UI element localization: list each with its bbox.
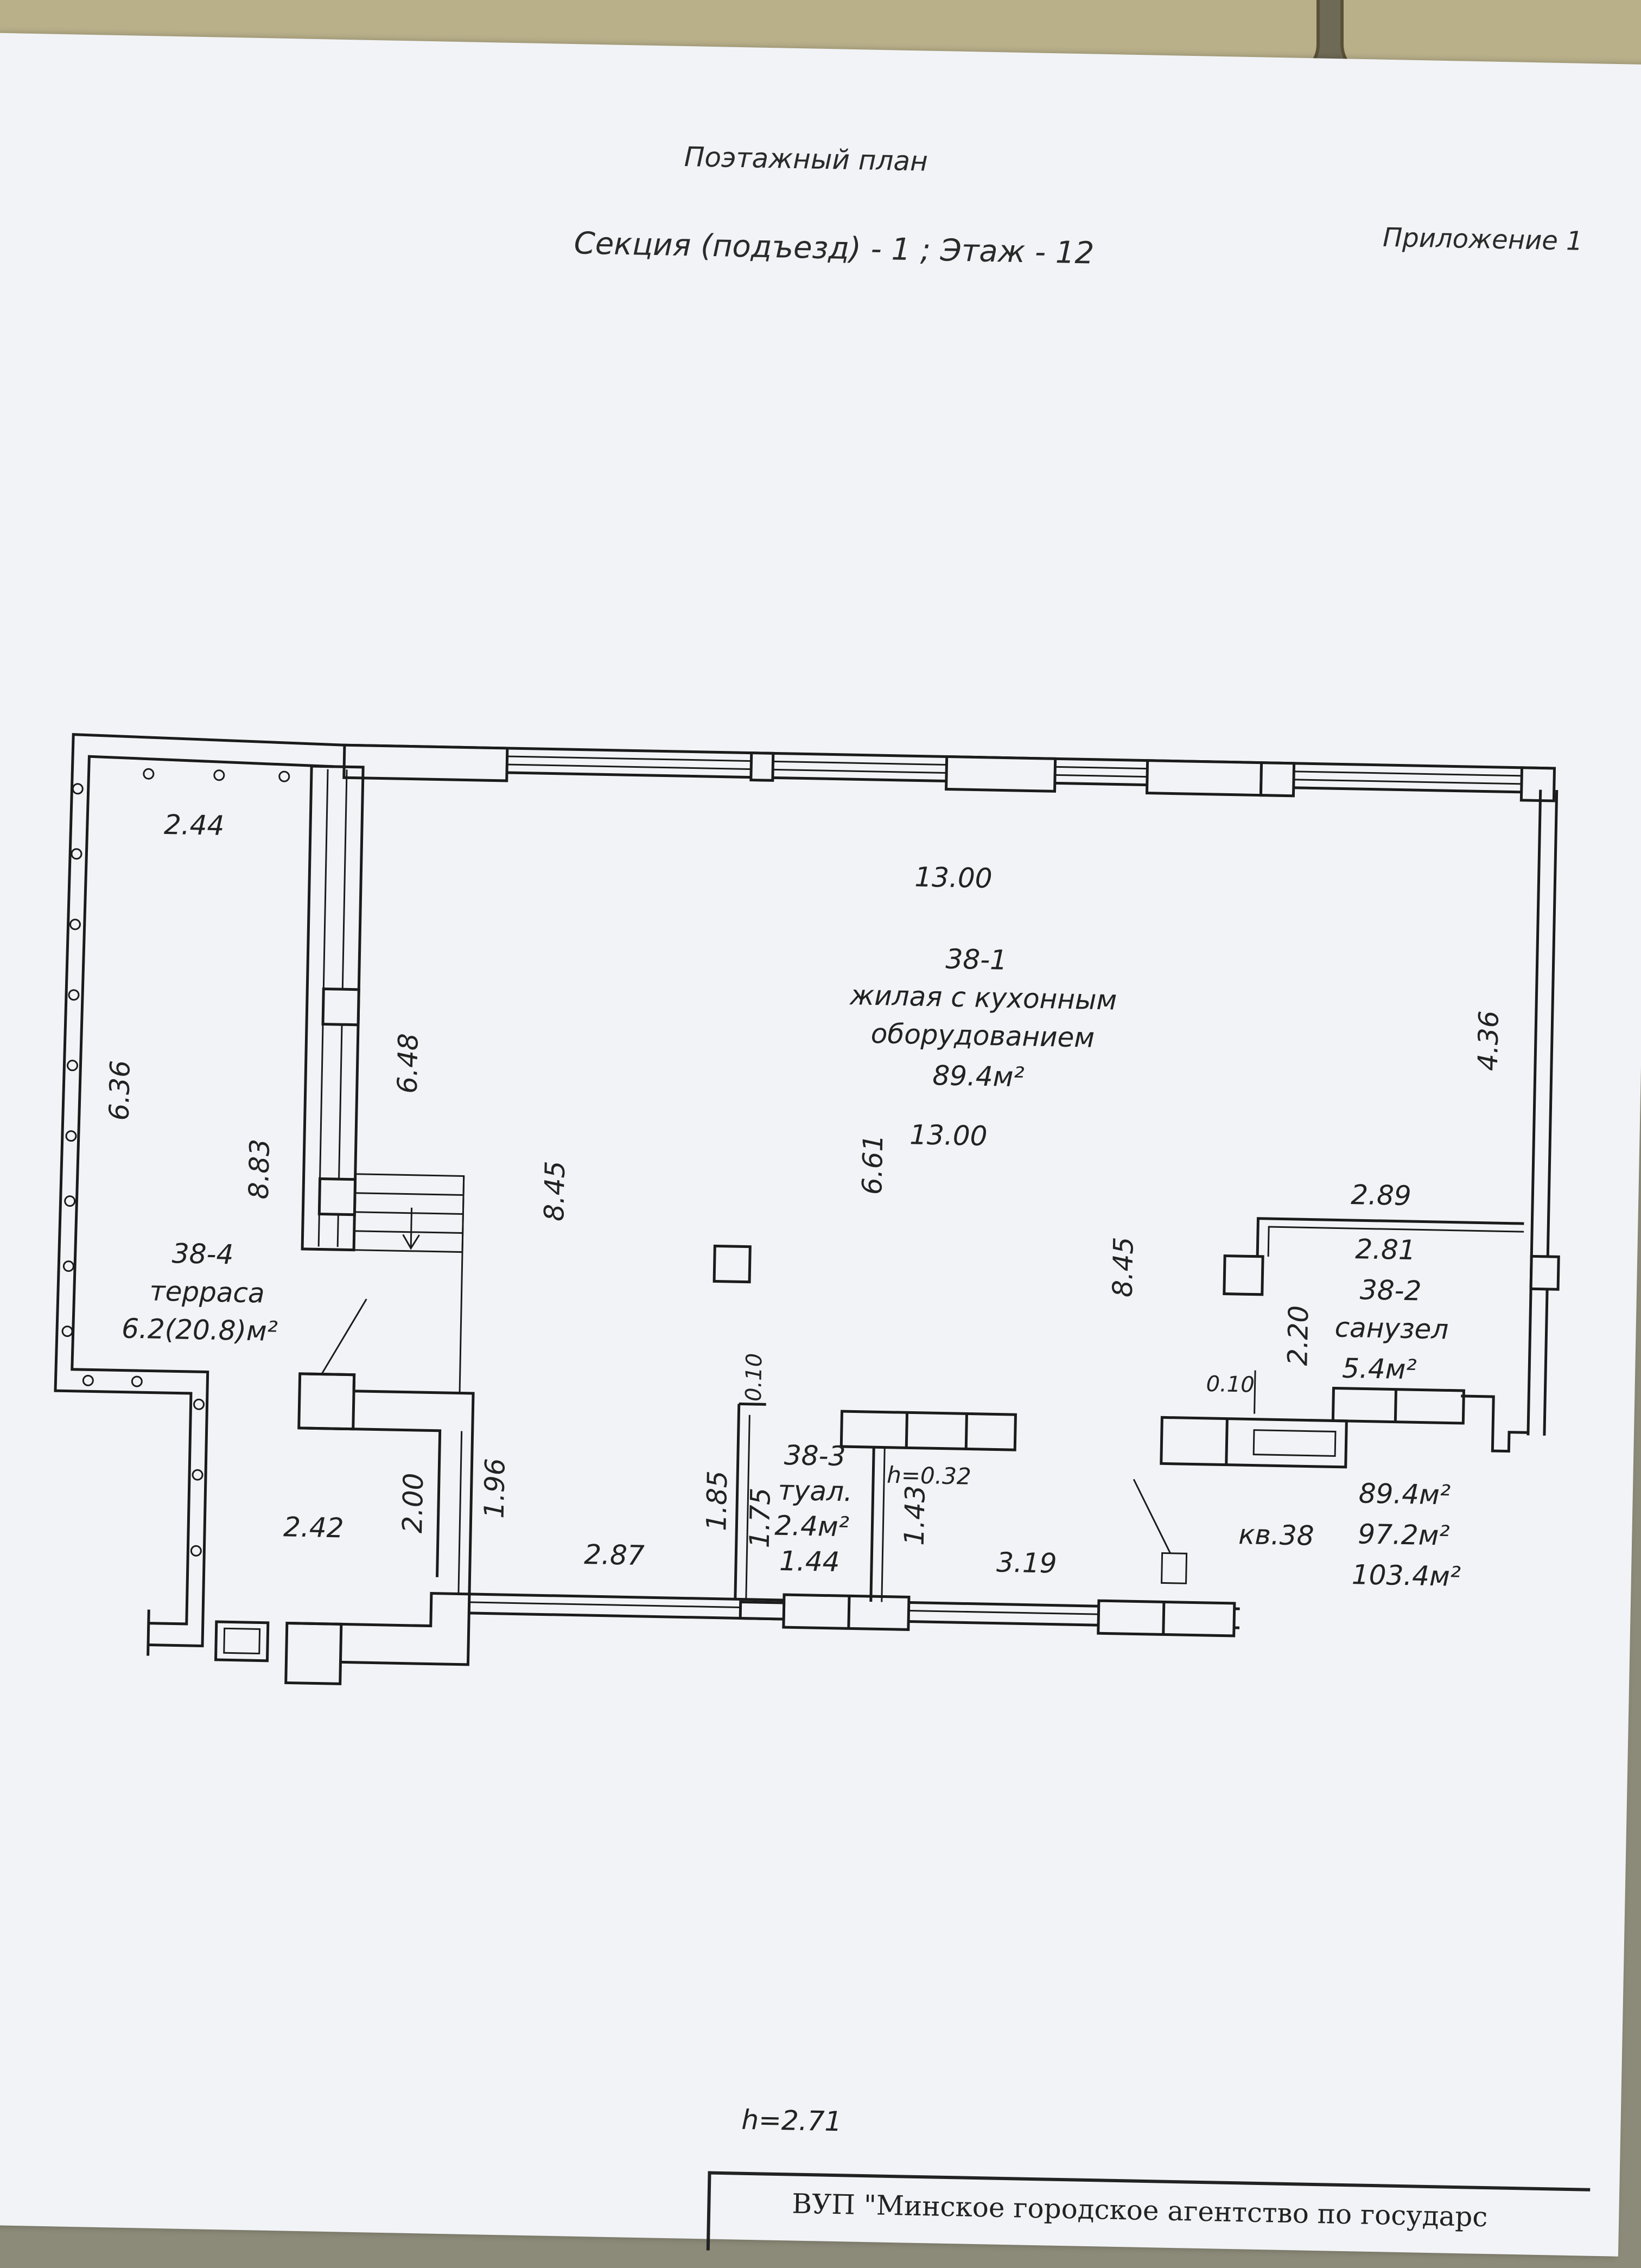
room-38-4-id: 38-4 — [171, 1238, 234, 1270]
room-38-2-area: 5.4м² — [1342, 1353, 1417, 1386]
dim-living-right: 8.45 — [1107, 1237, 1140, 1297]
dim-terrace-inner: 8.83 — [243, 1138, 276, 1199]
terrace-leader-line — [321, 1298, 367, 1375]
top-exterior-wall — [342, 743, 1556, 802]
room-38-2-id: 38-2 — [1359, 1274, 1422, 1307]
dim-lobby-width: 2.42 — [283, 1511, 344, 1544]
toilet-room-walls — [734, 1402, 1017, 1602]
room-38-3-height: h=0.32 — [887, 1462, 971, 1490]
ceiling-height-note: h=2.71 — [741, 2104, 842, 2138]
terrace-outline — [54, 733, 345, 1656]
room-38-1-area: 89.4м² — [932, 1060, 1025, 1093]
footer-stamp-box: ВУП "Минское городское агентство по госу… — [706, 2171, 1591, 2267]
dim-bath-side: 2.20 — [1282, 1305, 1314, 1366]
entry-door-swing — [1133, 1479, 1188, 1584]
dim-terrace-left: 6.36 — [104, 1060, 136, 1120]
dim-terrace-top: 2.44 — [163, 809, 224, 842]
dim-toilet-gap: 0.10 — [741, 1353, 767, 1401]
floor-plan-sheet: Поэтажный план Секция (подъезд) - 1 ; Эт… — [0, 33, 1641, 2267]
dim-right-wall: 4.36 — [1472, 1010, 1505, 1071]
lobby-walls — [214, 1372, 475, 1685]
dim-lobby-side: 1.96 — [479, 1458, 511, 1519]
dim-bath-gap: 0.10 — [1206, 1372, 1255, 1398]
apartment-total-area-3: 103.4м² — [1351, 1559, 1461, 1592]
floor-plan-drawing: 2.44 13.00 38-1 жилая с кухонным оборудо… — [54, 733, 1560, 1685]
apartment-total-area-2: 97.2м² — [1358, 1518, 1450, 1551]
room-38-1-id: 38-1 — [945, 944, 1008, 976]
room-38-3-id: 38-3 — [784, 1439, 846, 1472]
room-38-1-line1: жилая с кухонным — [849, 979, 1117, 1016]
room-38-3-name: туал. — [778, 1475, 853, 1508]
structural-column — [713, 1244, 752, 1284]
right-exterior-wall — [1526, 789, 1560, 1436]
footer-agency-text: ВУП "Минское городское агентство по госу… — [791, 2188, 1488, 2233]
dim-bath-inner: 2.81 — [1355, 1233, 1416, 1266]
apartment-total-area-1: 89.4м² — [1358, 1477, 1451, 1511]
staircase — [353, 1173, 465, 1393]
room-38-1-line2: оборудованием — [870, 1018, 1095, 1054]
dim-living-center: 6.61 — [856, 1134, 889, 1195]
terrace-railing-posts — [61, 768, 290, 1557]
room-38-3-area: 2.4м² — [774, 1510, 849, 1543]
dim-living-left: 8.45 — [538, 1161, 571, 1221]
room-38-4-area: 6.2(20.8)м² — [122, 1313, 278, 1348]
room-38-4-name: терраса — [149, 1275, 265, 1309]
dim-lobby-height: 2.00 — [397, 1473, 429, 1533]
dim-corridor-a: 2.87 — [584, 1539, 645, 1571]
bottom-interior-wall — [469, 1592, 1240, 1638]
room-38-2-name: санузел — [1334, 1311, 1449, 1345]
bathroom-walls — [1160, 1217, 1529, 1469]
dim-toilet-left1: 1.85 — [701, 1470, 733, 1531]
stair-partition-wall — [301, 765, 365, 1252]
apartment-label: кв.38 — [1238, 1519, 1314, 1552]
dim-living-top: 13.00 — [914, 861, 993, 894]
dim-toilet-left2: 1.75 — [744, 1487, 777, 1548]
dim-toilet-right: 1.43 — [899, 1485, 931, 1546]
dim-living-mid: 13.00 — [909, 1119, 988, 1152]
dim-toilet-bottom: 1.44 — [779, 1545, 840, 1578]
dim-corridor-b: 3.19 — [996, 1547, 1057, 1579]
dim-stair-wall: 6.48 — [392, 1033, 424, 1094]
dim-bath-top: 2.89 — [1351, 1179, 1411, 1212]
